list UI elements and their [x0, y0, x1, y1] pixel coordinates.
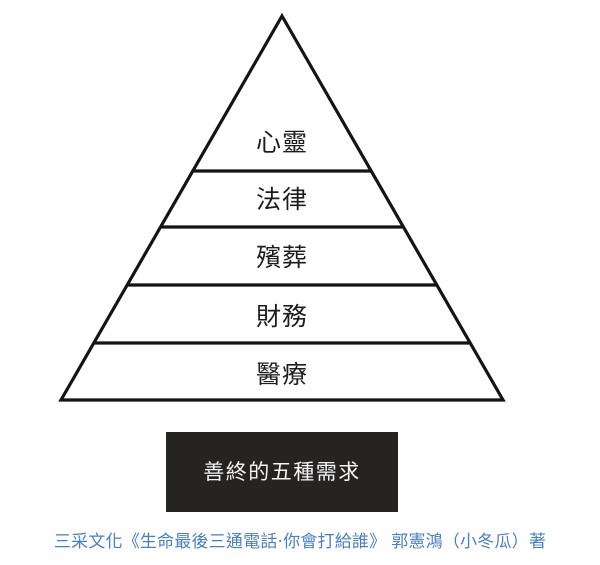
- pyramid-tier-label-funeral: 殯葬: [255, 245, 308, 272]
- caption-title: 善終的五種需求: [203, 459, 361, 484]
- needs-pyramid-graphic: [58, 12, 506, 402]
- pyramid-tier-label-spiritual: 心靈: [255, 130, 308, 157]
- pyramid-tier-label-medical: 醫療: [255, 362, 308, 389]
- source-attribution: 三采文化《生命最後三通電話‧你會打給誰》 郭憲鴻（小冬瓜）著: [53, 532, 547, 551]
- pyramid-tier-label-financial: 財務: [255, 304, 308, 331]
- pyramid-tier-label-legal: 法律: [255, 187, 308, 214]
- caption-box: 善終的五種需求: [166, 432, 398, 512]
- pyramid-outline: [58, 12, 506, 402]
